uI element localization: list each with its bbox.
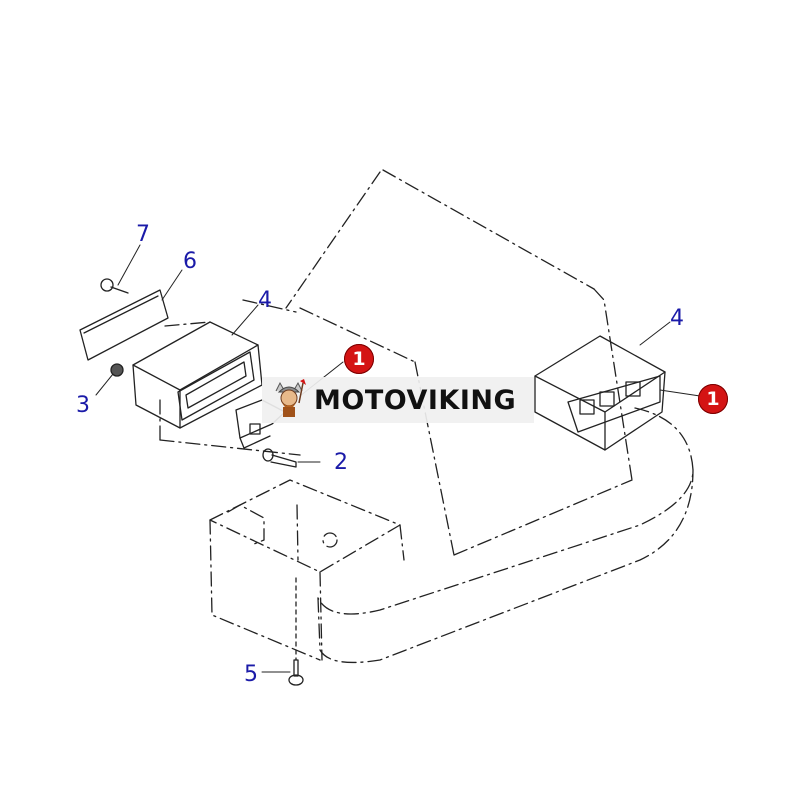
viking-mascot-icon [275, 379, 306, 417]
counterweight-body [159, 399, 694, 664]
right-lamp-assembly [534, 335, 666, 451]
leader-lines [95, 244, 701, 673]
bolt-5 [288, 659, 304, 686]
callout-3: 3 [76, 393, 90, 418]
callout-4-left: 4 [258, 288, 272, 313]
screw-2 [262, 448, 297, 468]
watermark: MOTOVIKING [262, 377, 534, 423]
bolt-7 [100, 278, 129, 294]
badge-1-left: 1 [344, 344, 374, 374]
callout-5: 5 [244, 662, 258, 687]
callout-6: 6 [183, 249, 197, 274]
watermark-text: MOTOVIKING [314, 384, 517, 416]
badge-1-right: 1 [698, 384, 728, 414]
tool-box [209, 479, 405, 661]
left-lamp-housing [132, 321, 263, 429]
nut-3 [110, 363, 124, 377]
cover-plate [79, 289, 169, 361]
cab-outline [164, 169, 633, 556]
callout-7: 7 [136, 222, 150, 247]
callout-4-right: 4 [670, 306, 684, 331]
callout-2: 2 [334, 450, 348, 475]
